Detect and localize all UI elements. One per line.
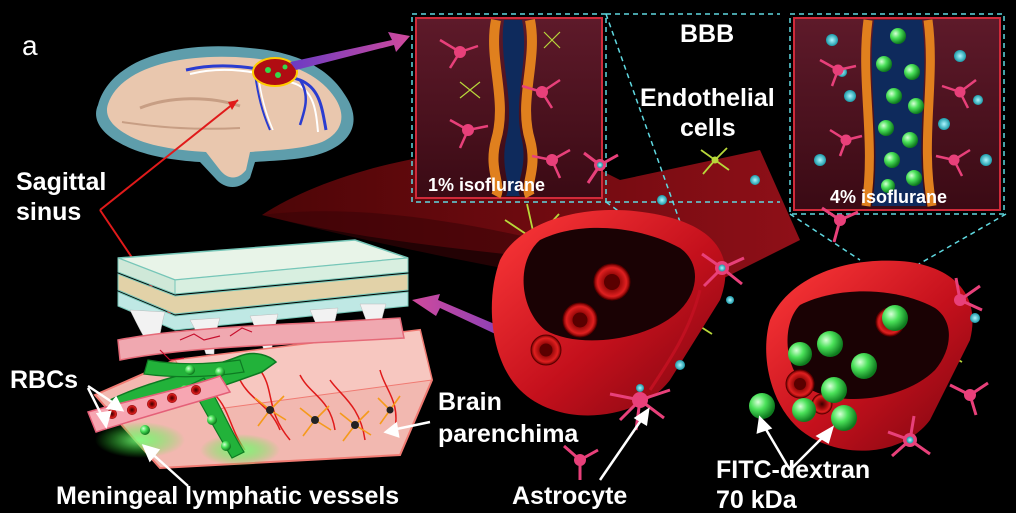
astrocyte-label: Astrocyte [512,484,627,509]
zoom-line [912,214,1006,268]
brain-to-inset-arrow [290,32,410,70]
vessel-1pct [492,210,726,415]
sagittal-sinus-label-line2: sinus [16,200,81,225]
rbcs-label: RBCs [10,368,78,393]
inset-1pct [412,14,606,202]
bbb-label: BBB [680,22,734,47]
brain-tissue [107,57,341,178]
meningeal-lymphatic-vessels-label: Meningeal lymphatic vessels [56,484,399,509]
zoom-line [790,214,860,260]
brain-sagittal [96,46,354,187]
endothelial-cells-label-line2: cells [680,116,736,141]
inset-4pct [790,14,1004,214]
sagittal-sinus-label-line1: Sagittal [16,170,106,195]
meninges-block [88,240,432,468]
brain-parenchima-label-line2: parenchima [438,422,578,447]
panel-letter: a [22,32,38,60]
inset-4pct-label: 4% isoflurane [830,188,947,206]
inset-1pct-label: 1% isoflurane [428,176,545,194]
fitc-dextran-label-line1: FITC-dextran [716,458,870,483]
endothelial-cells-label-line1: Endothelial [640,86,775,111]
fitc-dextran-label-line2: 70 kDa [716,488,797,513]
brain-parenchima-label-line1: Brain [438,390,502,415]
